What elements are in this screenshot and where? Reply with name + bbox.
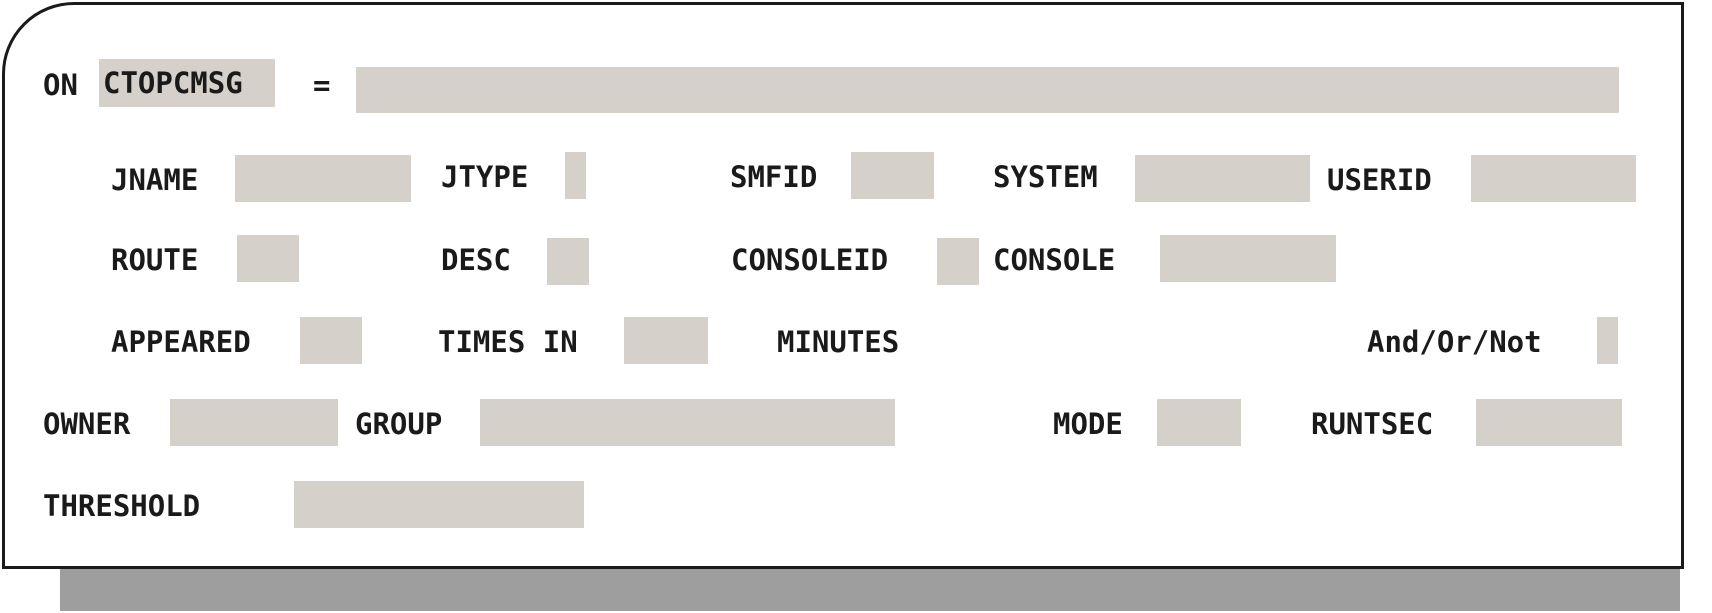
smfid-field[interactable] — [851, 152, 934, 199]
runtsec-label: RUNTSEC — [1311, 407, 1434, 441]
console-field[interactable] — [1160, 235, 1336, 282]
group-label: GROUP — [355, 407, 443, 441]
times-in-field[interactable] — [624, 317, 708, 364]
mode-label: MODE — [1053, 407, 1123, 441]
and-or-not-label: And/Or/Not — [1367, 325, 1542, 359]
threshold-field[interactable] — [294, 481, 584, 528]
jname-label: JNAME — [111, 163, 199, 197]
mode-field[interactable] — [1157, 399, 1241, 446]
route-field[interactable] — [237, 235, 299, 282]
jtype-field[interactable] — [565, 152, 586, 199]
owner-field[interactable] — [170, 399, 338, 446]
console-label: CONSOLE — [993, 243, 1116, 277]
route-label: ROUTE — [111, 243, 199, 277]
system-field[interactable] — [1135, 155, 1310, 202]
and-or-not-field[interactable] — [1597, 317, 1618, 364]
smfid-label: SMFID — [730, 160, 818, 194]
owner-label: OWNER — [43, 407, 131, 441]
times-in-label: TIMES IN — [438, 325, 578, 359]
on-ctopcmsg-panel: ON CTOPCMSG = JNAME JTYPE SMFID SYSTEM U… — [2, 2, 1684, 569]
desc-field[interactable] — [547, 238, 589, 285]
consoleid-label: CONSOLEID — [731, 243, 889, 277]
appeared-label: APPEARED — [111, 325, 251, 359]
message-field[interactable] — [356, 67, 1619, 113]
userid-label: USERID — [1327, 163, 1432, 197]
jtype-label: JTYPE — [441, 160, 529, 194]
desc-label: DESC — [441, 243, 511, 277]
jname-field[interactable] — [235, 155, 411, 202]
equals-sign: = — [313, 68, 331, 102]
userid-field[interactable] — [1471, 155, 1636, 202]
appeared-field[interactable] — [300, 317, 362, 364]
command-name: CTOPCMSG — [99, 59, 275, 107]
group-field[interactable] — [480, 399, 895, 446]
runtsec-field[interactable] — [1476, 399, 1622, 446]
minutes-label: MINUTES — [777, 325, 900, 359]
threshold-label: THRESHOLD — [43, 489, 201, 523]
system-label: SYSTEM — [993, 160, 1098, 194]
on-label: ON — [43, 68, 78, 102]
consoleid-field[interactable] — [937, 238, 979, 285]
